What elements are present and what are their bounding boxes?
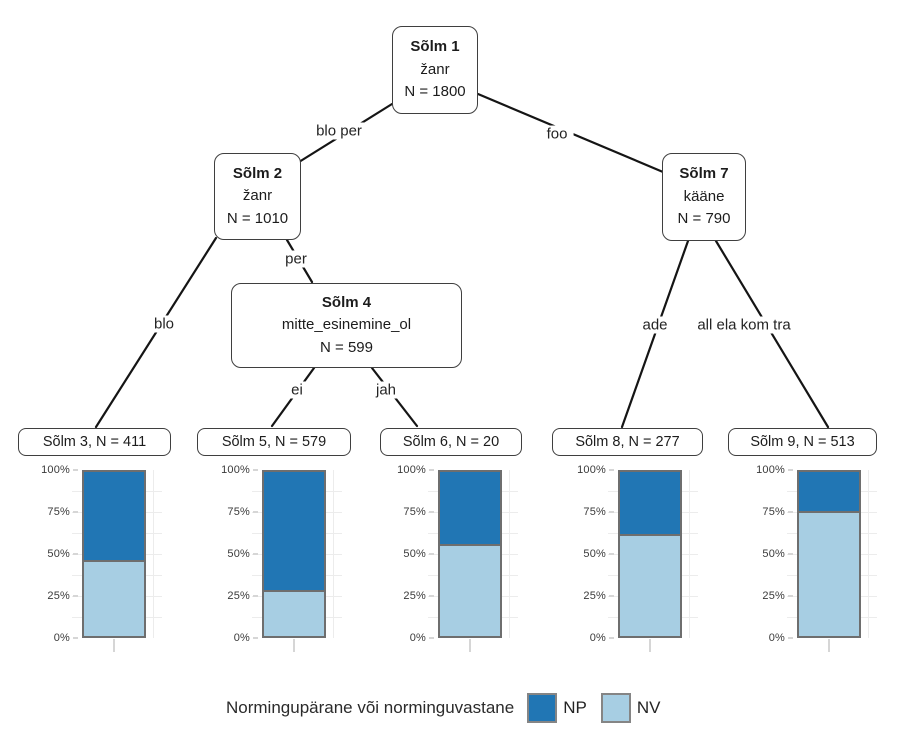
stacked-bar <box>438 470 502 638</box>
node-title: Sõlm 7 <box>679 165 729 183</box>
y-tick-label: 100% <box>206 464 258 476</box>
edge-line <box>620 239 690 429</box>
bar-segment-np <box>620 472 680 536</box>
y-axis: 0% 25% 50% 75% 100% <box>741 462 793 646</box>
y-tick-label: 0% <box>206 632 258 644</box>
y-tick-label: 75% <box>26 506 78 518</box>
edge-label-blo: blo <box>147 315 181 333</box>
y-tick-label: 50% <box>741 548 793 560</box>
bar-segment-nv <box>799 513 859 636</box>
y-tick-label: 50% <box>206 548 258 560</box>
y-tick-label: 100% <box>382 464 434 476</box>
chart-gridline-vertical <box>868 470 869 638</box>
node-variable: kääne <box>683 187 725 205</box>
stacked-bar <box>797 470 861 638</box>
y-tick-label: 25% <box>741 590 793 602</box>
legend-swatch-nv <box>600 693 631 723</box>
bar-segment-nv <box>440 545 500 636</box>
legend-label-np: NP <box>563 698 587 717</box>
y-tick-label: 75% <box>741 506 793 518</box>
bar-segment-nv <box>264 591 324 636</box>
terminal-header-5: Sõlm 5, N = 579 <box>197 428 351 456</box>
x-axis-tick <box>293 639 295 652</box>
node-variable: žanr <box>420 60 450 78</box>
tree-node-4: Sõlm 4 mitte_esinemine_ol N = 599 <box>231 283 462 368</box>
node-n: N = 790 <box>677 210 731 228</box>
y-axis: 0% 25% 50% 75% 100% <box>382 462 434 646</box>
y-tick-label: 75% <box>562 506 614 518</box>
bar-segment-nv <box>84 562 144 636</box>
node-n: N = 1010 <box>226 209 289 227</box>
tree-node-7: Sõlm 7 kääne N = 790 <box>662 153 746 241</box>
edge-line <box>94 236 218 429</box>
y-axis: 0% 25% 50% 75% 100% <box>206 462 258 646</box>
chart-gridline-vertical <box>333 470 334 638</box>
node-n: N = 599 <box>320 338 373 356</box>
y-tick-label: 25% <box>382 590 434 602</box>
terminal-header-6: Sõlm 6, N = 20 <box>380 428 522 456</box>
x-axis-tick <box>469 639 471 652</box>
legend-swatch-np <box>527 693 558 723</box>
y-tick-label: 25% <box>562 590 614 602</box>
stacked-bar <box>262 470 326 638</box>
node-title: Sõlm 2 <box>232 164 283 182</box>
legend-title: Normingupärane või norminguvastane <box>226 698 515 717</box>
edge-label-foo: foo <box>540 125 574 143</box>
node-title: Sõlm 4 <box>321 293 372 311</box>
tree-node-1: Sõlm 1 žanr N = 1800 <box>392 26 478 114</box>
stacked-bar <box>82 470 146 638</box>
node-title: Sõlm 1 <box>410 38 460 56</box>
chart-gridline-vertical <box>153 470 154 638</box>
chart-gridline-vertical <box>509 470 510 638</box>
edge-label-ade: ade <box>636 316 674 334</box>
y-tick-label: 100% <box>562 464 614 476</box>
node-n: N = 1800 <box>404 83 466 101</box>
terminal-header-8: Sõlm 8, N = 277 <box>552 428 703 456</box>
node-variable: žanr <box>242 187 273 205</box>
y-axis: 0% 25% 50% 75% 100% <box>562 462 614 646</box>
stacked-bar-chart-node-8: 0% 25% 50% 75% 100% <box>562 462 698 660</box>
bar-segment-nv <box>620 535 680 636</box>
stacked-bar <box>618 470 682 638</box>
edge-label-ei: ei <box>285 381 309 399</box>
bar-segment-np <box>440 472 500 546</box>
chart-gridline-vertical <box>689 470 690 638</box>
edge-label-per: per <box>279 250 313 268</box>
stacked-bar-chart-node-3: 0% 25% 50% 75% 100% <box>26 462 162 660</box>
y-tick-label: 0% <box>26 632 78 644</box>
bar-segment-np <box>84 472 144 563</box>
y-tick-label: 100% <box>741 464 793 476</box>
y-tick-label: 75% <box>206 506 258 518</box>
edge-label-jah: jah <box>369 381 403 399</box>
bar-segment-np <box>799 472 859 513</box>
node-variable: mitte_esinemine_ol <box>281 316 412 334</box>
stacked-bar-chart-node-6: 0% 25% 50% 75% 100% <box>382 462 518 660</box>
y-tick-label: 75% <box>382 506 434 518</box>
terminal-header-3: Sõlm 3, N = 411 <box>18 428 171 456</box>
edge-label-blo-per: blo per <box>310 122 368 140</box>
terminal-header-9: Sõlm 9, N = 513 <box>728 428 877 456</box>
y-axis: 0% 25% 50% 75% 100% <box>26 462 78 646</box>
y-tick-label: 50% <box>562 548 614 560</box>
x-axis-tick <box>649 639 651 652</box>
stacked-bar-chart-node-9: 0% 25% 50% 75% 100% <box>741 462 877 660</box>
x-axis-tick <box>828 639 830 652</box>
y-tick-label: 50% <box>26 548 78 560</box>
edge-line <box>714 239 830 429</box>
legend: Normingupärane või norminguvastane NP NV <box>226 690 674 726</box>
y-tick-label: 50% <box>382 548 434 560</box>
legend-label-nv: NV <box>636 698 661 717</box>
y-tick-label: 100% <box>26 464 78 476</box>
edge-label-all-ela-kom-tra: all ela kom tra <box>691 316 797 334</box>
y-tick-label: 0% <box>562 632 614 644</box>
bar-segment-np <box>264 472 324 592</box>
y-tick-label: 25% <box>26 590 78 602</box>
y-tick-label: 25% <box>206 590 258 602</box>
y-tick-label: 0% <box>382 632 434 644</box>
stacked-bar-chart-node-5: 0% 25% 50% 75% 100% <box>206 462 342 660</box>
x-axis-tick <box>113 639 115 652</box>
tree-node-2: Sõlm 2 žanr N = 1010 <box>214 153 301 240</box>
y-tick-label: 0% <box>741 632 793 644</box>
